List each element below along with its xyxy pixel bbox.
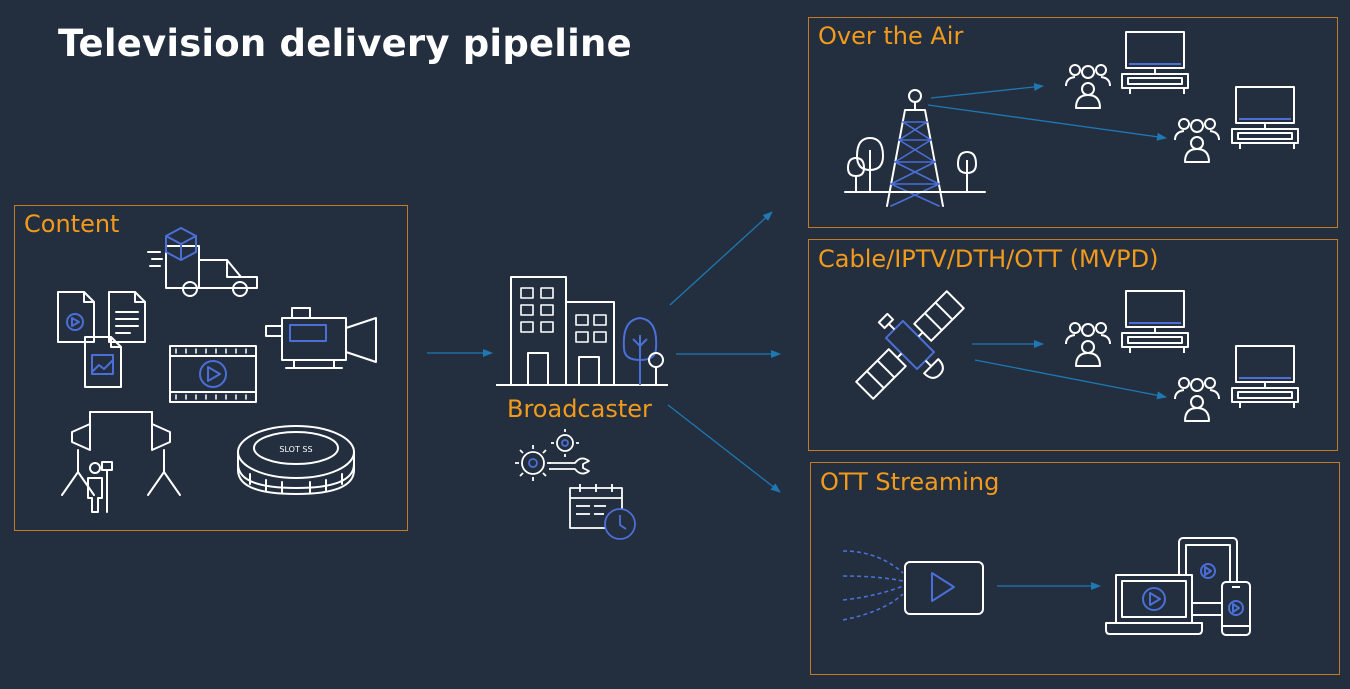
satellite-icon [855, 290, 965, 400]
stadium-sign: SLOT SS [279, 445, 312, 454]
video-file-icon [57, 291, 95, 343]
trees-icon [847, 137, 977, 192]
arrow-tower-viewers-1 [930, 82, 1044, 99]
mvpd-box [808, 239, 1338, 451]
video-camera-icon [265, 307, 377, 369]
arrow-broadcaster-ott [667, 404, 781, 493]
video-player-icon [904, 561, 984, 615]
content-label: Content [24, 210, 120, 238]
text-file-icon [108, 291, 146, 343]
film-strip-icon [169, 345, 257, 403]
tv-set-icon [1231, 86, 1299, 150]
tv-set-icon [1121, 290, 1189, 354]
viewers-icon [1065, 322, 1111, 367]
viewers-icon [1065, 64, 1111, 109]
schedule-calendar-icon [569, 484, 636, 540]
tv-set-icon [1121, 31, 1189, 95]
gears-wrench-icon [515, 429, 590, 481]
viewers-icon [1174, 118, 1220, 163]
tv-set-icon [1231, 345, 1299, 409]
broadcast-tower-icon [844, 89, 986, 207]
arrow-broadcaster-ota [669, 211, 773, 306]
mvpd-label: Cable/IPTV/DTH/OTT (MVPD) [818, 245, 1159, 273]
stream-lines [842, 550, 904, 621]
flow-arrows [427, 82, 1167, 590]
content-box [14, 205, 408, 531]
broadcaster-building-icon [496, 276, 668, 386]
devices-icon [1105, 537, 1251, 636]
delivery-truck-icon [147, 227, 258, 297]
page-title: Television delivery pipeline [58, 22, 632, 65]
viewers-icon [1174, 377, 1220, 422]
stadium-icon: SLOT SS [237, 425, 355, 495]
arrow-tower-viewers-2 [927, 104, 1167, 141]
ott-label: OTT Streaming [820, 468, 1000, 496]
photo-studio-icon [61, 411, 181, 513]
ott-box [810, 462, 1340, 675]
arrow-satellite-viewers-2 [974, 359, 1167, 400]
ota-label: Over the Air [818, 22, 964, 50]
broadcaster-label: Broadcaster [507, 395, 652, 423]
image-file-icon [84, 336, 122, 388]
ota-box [808, 17, 1338, 228]
